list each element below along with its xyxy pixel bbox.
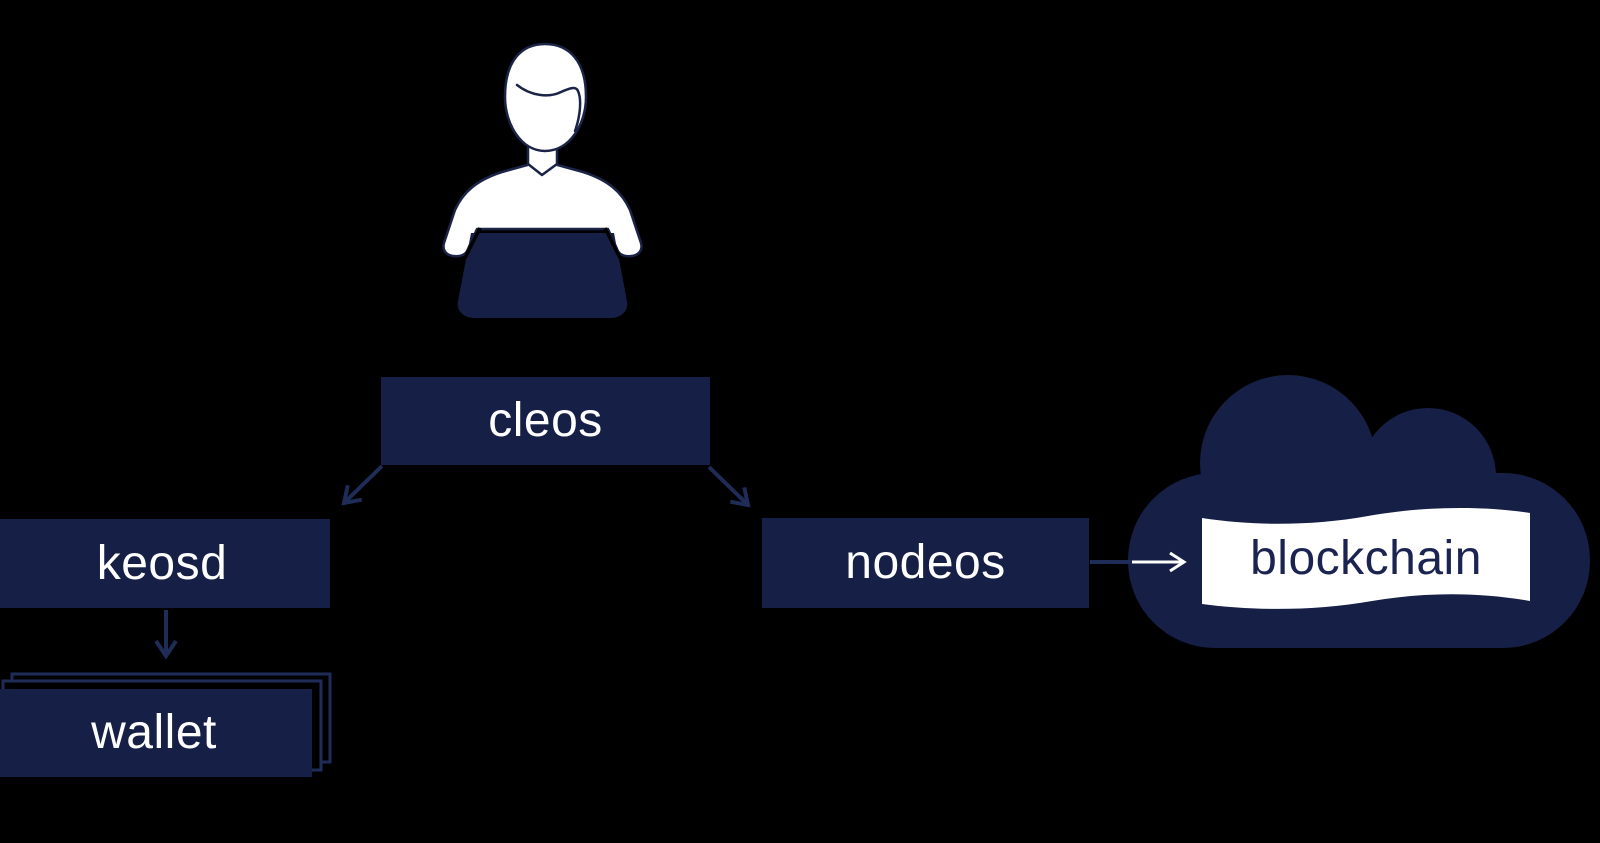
blockchain-banner	[1202, 507, 1530, 609]
person-head	[503, 42, 588, 153]
node-blockchain: blockchain	[1202, 516, 1530, 602]
node-wallet-label: wallet	[91, 706, 217, 759]
laptop-icon	[457, 233, 628, 318]
node-nodeos-label: nodeos	[845, 536, 1006, 589]
laptop-right-gap	[603, 227, 622, 259]
node-nodeos: nodeos	[762, 518, 1089, 608]
cloud-icon	[1128, 375, 1590, 648]
person-hair	[515, 83, 582, 133]
arrow-cleos-to-nodeos	[707, 465, 751, 508]
node-blockchain-label: blockchain	[1250, 532, 1482, 585]
node-keosd-label: keosd	[96, 536, 228, 590]
arrow-cleos-to-keosd	[341, 464, 384, 506]
person-at-laptop-icon	[442, 42, 643, 318]
person-body	[442, 147, 643, 258]
node-keosd: keosd	[0, 519, 330, 608]
laptop-left-gap	[463, 227, 482, 259]
node-cleos-label: cleos	[488, 394, 603, 447]
node-cleos: cleos	[381, 377, 710, 465]
node-wallet: wallet	[0, 689, 312, 777]
